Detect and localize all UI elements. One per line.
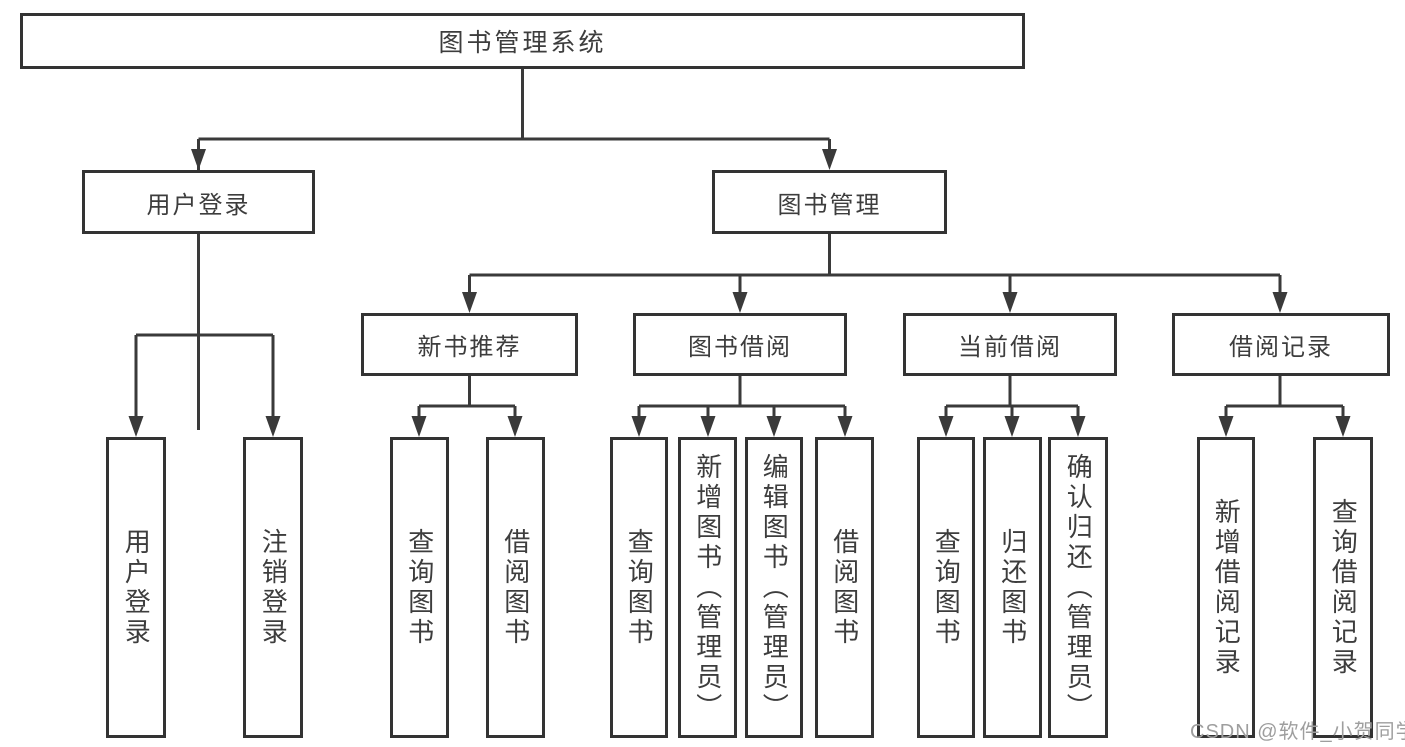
connector-root <box>197 69 831 430</box>
node-book-management-label: 图书管理 <box>777 191 882 219</box>
leaf-borrow-book: 借阅图书 <box>815 437 874 738</box>
leaf-borrow-book-recommend-label: 借阅图书 <box>500 527 531 648</box>
leaf-add-book-admin-label: 新增图书（管理员） <box>692 452 723 723</box>
leaf-query-book-recommend-label: 查询图书 <box>404 527 435 648</box>
leaf-user-login: 用户登录 <box>106 437 166 738</box>
node-book-borrow-label: 图书借阅 <box>688 334 792 361</box>
connector-user-login <box>134 234 275 432</box>
leaf-add-book-admin: 新增图书（管理员） <box>678 437 737 738</box>
leaf-query-borrow-record-label: 查询借阅记录 <box>1328 497 1359 678</box>
leaf-user-login-label: 用户登录 <box>121 527 152 648</box>
node-current-borrow-label: 当前借阅 <box>958 334 1062 361</box>
leaf-query-book-borrow-label: 查询图书 <box>624 527 655 648</box>
node-user-login: 用户登录 <box>82 170 315 234</box>
node-borrow-record: 借阅记录 <box>1172 313 1390 376</box>
leaf-add-borrow-record-label: 新增借阅记录 <box>1211 497 1242 678</box>
connector-book-management <box>468 234 1282 308</box>
leaf-logout: 注销登录 <box>243 437 303 738</box>
node-new-book-recommend: 新书推荐 <box>361 313 578 376</box>
leaf-confirm-return-admin-label: 确认归还（管理员） <box>1063 452 1094 723</box>
leaf-query-book-current-label: 查询图书 <box>931 527 962 648</box>
leaf-return-book: 归还图书 <box>983 437 1042 738</box>
leaf-add-borrow-record: 新增借阅记录 <box>1197 437 1255 738</box>
leaf-borrow-book-recommend: 借阅图书 <box>486 437 545 738</box>
leaf-edit-book-admin-label: 编辑图书（管理员） <box>759 452 790 723</box>
leaf-logout-label: 注销登录 <box>258 527 289 648</box>
leaf-query-book-recommend: 查询图书 <box>390 437 449 738</box>
node-book-borrow: 图书借阅 <box>633 313 847 376</box>
watermark: CSDN @软件_小贺同学 <box>1190 721 1405 743</box>
arrowheads <box>128 149 1351 437</box>
connector-borrow-record <box>1224 376 1345 432</box>
connector-book-borrow <box>637 376 847 432</box>
leaf-confirm-return-admin: 确认归还（管理员） <box>1048 437 1108 738</box>
node-user-login-label: 用户登录 <box>146 191 251 219</box>
node-root-system: 图书管理系统 <box>20 13 1025 69</box>
node-current-borrow: 当前借阅 <box>903 313 1117 376</box>
node-new-book-recommend-label: 新书推荐 <box>417 334 522 361</box>
leaf-query-book-current: 查询图书 <box>917 437 975 738</box>
leaf-borrow-book-label: 借阅图书 <box>829 527 860 648</box>
leaf-edit-book-admin: 编辑图书（管理员） <box>745 437 803 738</box>
connector-root-drops <box>197 139 831 165</box>
leaf-query-book-borrow: 查询图书 <box>610 437 668 738</box>
connector-new-book <box>417 376 517 432</box>
node-book-management: 图书管理 <box>712 170 947 234</box>
leaf-query-borrow-record: 查询借阅记录 <box>1313 437 1373 738</box>
node-borrow-record-label: 借阅记录 <box>1229 334 1333 361</box>
leaf-return-book-label: 归还图书 <box>997 527 1028 648</box>
node-root-system-label: 图书管理系统 <box>438 29 607 57</box>
